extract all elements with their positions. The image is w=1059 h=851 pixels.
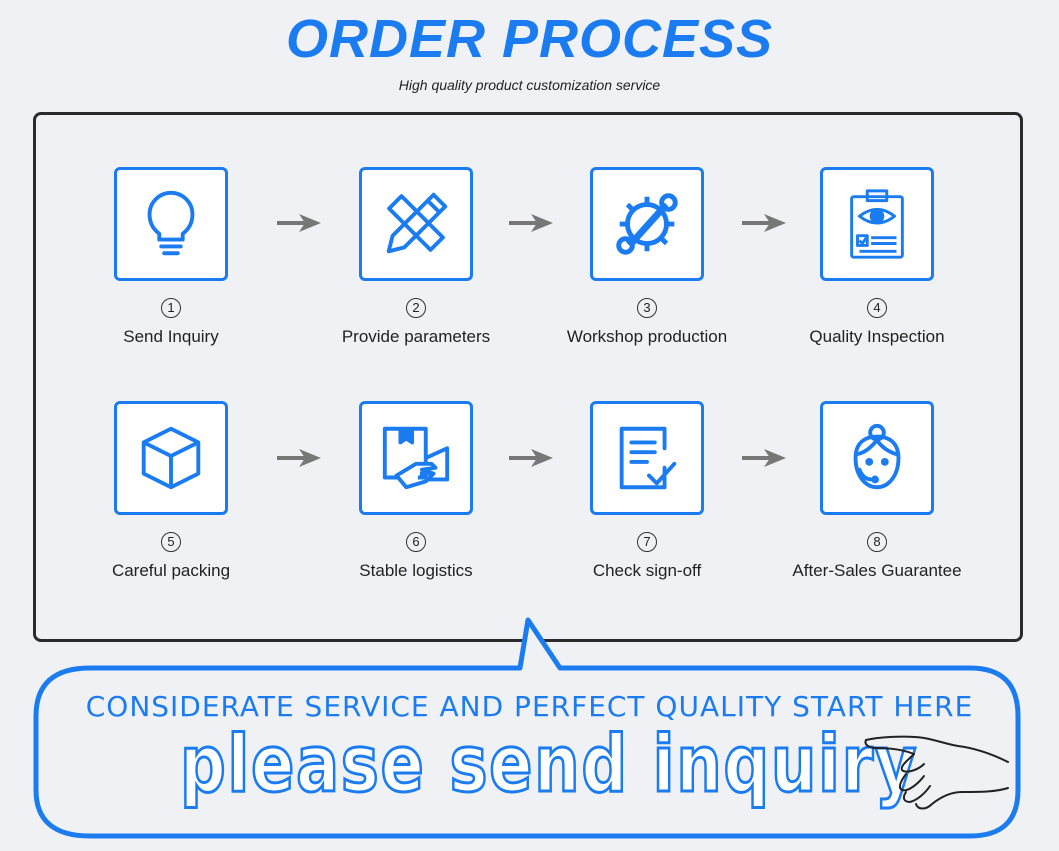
pointing-hand-icon	[864, 735, 1009, 810]
step-after-sales-guarantee: 8 After-Sales Guarantee	[777, 401, 977, 581]
arrow-right-icon	[277, 449, 321, 467]
step-number: 1	[161, 298, 181, 318]
support-agent-icon	[853, 423, 901, 490]
step-label: Send Inquiry	[123, 327, 219, 346]
step-icon-box	[114, 167, 228, 281]
step-quality-inspection: 4 Quality Inspection	[777, 167, 977, 347]
lightbulb-icon	[147, 190, 195, 256]
page-title: ORDER PROCESS	[285, 9, 774, 69]
step-number: 6	[406, 532, 426, 552]
step-send-inquiry: 1 Send Inquiry	[71, 167, 271, 347]
hand-package-icon	[382, 426, 450, 490]
step-label: Quality Inspection	[809, 327, 945, 346]
arrow-right-icon	[509, 214, 553, 232]
send-inquiry-button[interactable]: please send inquiry	[179, 719, 919, 812]
step-icon-box	[359, 401, 473, 515]
step-number: 2	[406, 298, 426, 318]
step-number: 8	[867, 532, 887, 552]
page-subtitle: High quality product customization servi…	[398, 77, 661, 93]
step-provide-parameters: 2 Provide parameters	[316, 167, 516, 347]
step-label: Stable logistics	[359, 561, 473, 580]
step-number: 3	[637, 298, 657, 318]
step-icon-box	[114, 401, 228, 515]
step-label: After-Sales Guarantee	[792, 561, 962, 580]
step-label: Careful packing	[111, 561, 231, 580]
box-icon	[141, 426, 201, 490]
step-label: Check sign-off	[592, 561, 702, 580]
step-icon-box	[590, 401, 704, 515]
step-number: 5	[161, 532, 181, 552]
banner-tagline: CONSIDERATE SERVICE AND PERFECT QUALITY …	[85, 690, 974, 723]
step-stable-logistics: 6 Stable logistics	[316, 401, 516, 581]
step-label: Provide parameters	[341, 327, 491, 346]
step-workshop-production: 3 Workshop production	[547, 167, 747, 347]
arrow-right-icon	[742, 449, 786, 467]
step-icon-box	[590, 167, 704, 281]
step-check-sign-off: 7 Check sign-off	[547, 401, 747, 581]
step-careful-packing: 5 Careful packing	[71, 401, 271, 581]
arrow-right-icon	[509, 449, 553, 467]
arrow-right-icon	[742, 214, 786, 232]
step-icon-box	[359, 167, 473, 281]
arrow-right-icon	[277, 214, 321, 232]
document-check-icon	[619, 426, 677, 490]
step-icon-box	[820, 167, 934, 281]
step-number: 4	[867, 298, 887, 318]
clipboard-eye-icon	[850, 189, 904, 259]
step-icon-box	[820, 401, 934, 515]
ruler-pencil-icon	[386, 192, 448, 254]
step-label: Workshop production	[566, 327, 728, 346]
wrench-gear-icon	[616, 193, 678, 255]
step-number: 7	[637, 532, 657, 552]
